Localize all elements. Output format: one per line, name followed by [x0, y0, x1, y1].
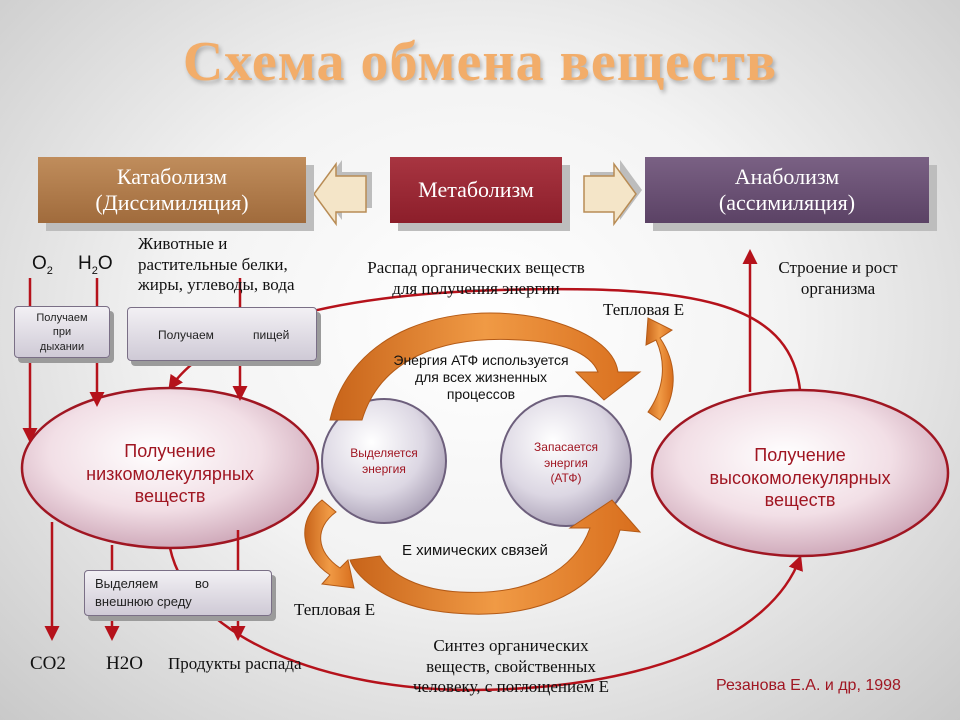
metabolism-label: Метаболизм: [418, 176, 534, 202]
left-header-arrow: [313, 160, 372, 227]
right-ellipse-text: Получение высокомолекулярных веществ: [709, 445, 891, 510]
breathing-box: Получаем при дыхании: [14, 306, 110, 358]
right-header-arrow: [583, 160, 642, 227]
store-energy-text: Запасается энергия (АТФ): [534, 440, 598, 486]
excrete-box: Выделяем во внешнюю среду: [84, 570, 272, 616]
release-energy-circle: [321, 398, 447, 524]
synthesis-text: Синтез органических веществ, свойственны…: [412, 636, 610, 697]
left-ellipse: [20, 386, 320, 550]
anabolism-label: Анаболизм: [734, 163, 840, 189]
right-ellipse: [650, 388, 950, 558]
orange-arc-bottom: [349, 499, 642, 615]
heat-arrow-top: [645, 317, 674, 421]
decay-products-label: Продукты распада: [168, 654, 302, 673]
red-loop-bottom: [168, 547, 803, 692]
heat-energy-top: Тепловая Е: [603, 300, 685, 319]
h2o-output-label: H2O: [106, 653, 143, 674]
catabolism-sublabel: (Диссимиляция): [95, 190, 249, 215]
citation: Резанова Е.А. и др, 1998: [716, 677, 901, 694]
food-box: Получаем пищей: [127, 307, 317, 361]
catabolism-header: Катаболизм (Диссимиляция): [38, 157, 306, 223]
page-title: Схема обмена веществ: [182, 31, 778, 93]
atp-usage-text: Энергия АТФ используется для всех жизнен…: [393, 352, 569, 403]
anabolism-sublabel: (ассимиляция): [718, 190, 856, 215]
h2o-input-label: H2O: [78, 253, 113, 277]
catabolism-label: Катаболизм: [116, 163, 228, 189]
food-description: Животные и растительные белки, жиры, угл…: [138, 234, 295, 295]
o2-label: O2: [32, 253, 53, 277]
anabolism-header: Анаболизм (ассимиляция): [645, 157, 929, 223]
orange-arc-top: [329, 312, 642, 421]
breakdown-text: Распад органических веществ для получени…: [367, 258, 585, 298]
metabolism-header: Метаболизм: [390, 157, 562, 223]
chemical-bonds-text: Е химических связей: [402, 542, 548, 559]
store-energy-circle: [500, 395, 632, 527]
heat-arrow-bottom: [304, 499, 355, 589]
heat-energy-bottom: Тепловая Е: [294, 600, 376, 619]
left-ellipse-text: Получение низкомолекулярных веществ: [86, 441, 254, 506]
structure-text: Строение и рост организма: [778, 258, 898, 298]
co2-label: CO2: [30, 653, 66, 674]
release-energy-text: Выделяется энергия: [350, 446, 418, 476]
